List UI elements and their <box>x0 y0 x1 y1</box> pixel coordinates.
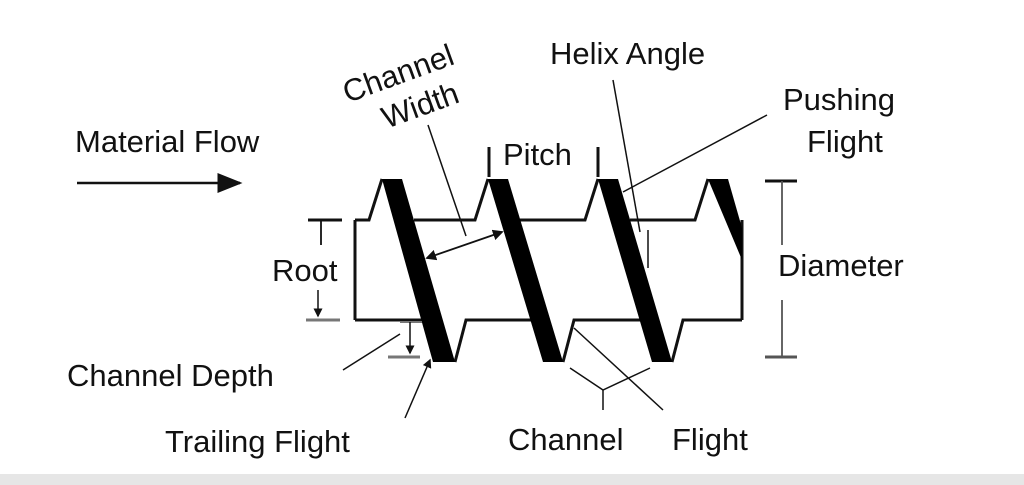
trailing-flight-leader <box>404 358 432 419</box>
diameter-label: Diameter <box>778 248 904 283</box>
channel-depth-label: Channel Depth <box>67 358 274 393</box>
root-label: Root <box>272 253 338 288</box>
flight-label: Flight <box>672 422 748 457</box>
pitch-label: Pitch <box>503 137 572 172</box>
pushing-flight-shape <box>598 179 672 362</box>
channel-label: Channel <box>508 422 623 457</box>
helix-angle-label: Helix Angle <box>550 36 705 71</box>
flight-shape-partial <box>708 179 742 260</box>
pushing-flight-label-line2: Flight <box>807 124 883 159</box>
bottom-strip <box>0 474 1024 485</box>
trailing-flight-label: Trailing Flight <box>165 424 350 459</box>
helix-angle-leader <box>612 79 641 233</box>
channel-width-leader <box>427 124 467 237</box>
flights <box>382 179 742 362</box>
channel-depth-leader <box>342 333 401 371</box>
trailing-flight-shape <box>382 179 455 362</box>
pushing-flight-label-line1: Pushing <box>783 82 895 117</box>
pushing-flight-leader <box>622 114 768 193</box>
material-flow-label: Material Flow <box>75 124 260 159</box>
flight-leader <box>573 327 664 411</box>
channel-width-dimension <box>425 229 504 261</box>
flight-shape <box>488 179 563 362</box>
